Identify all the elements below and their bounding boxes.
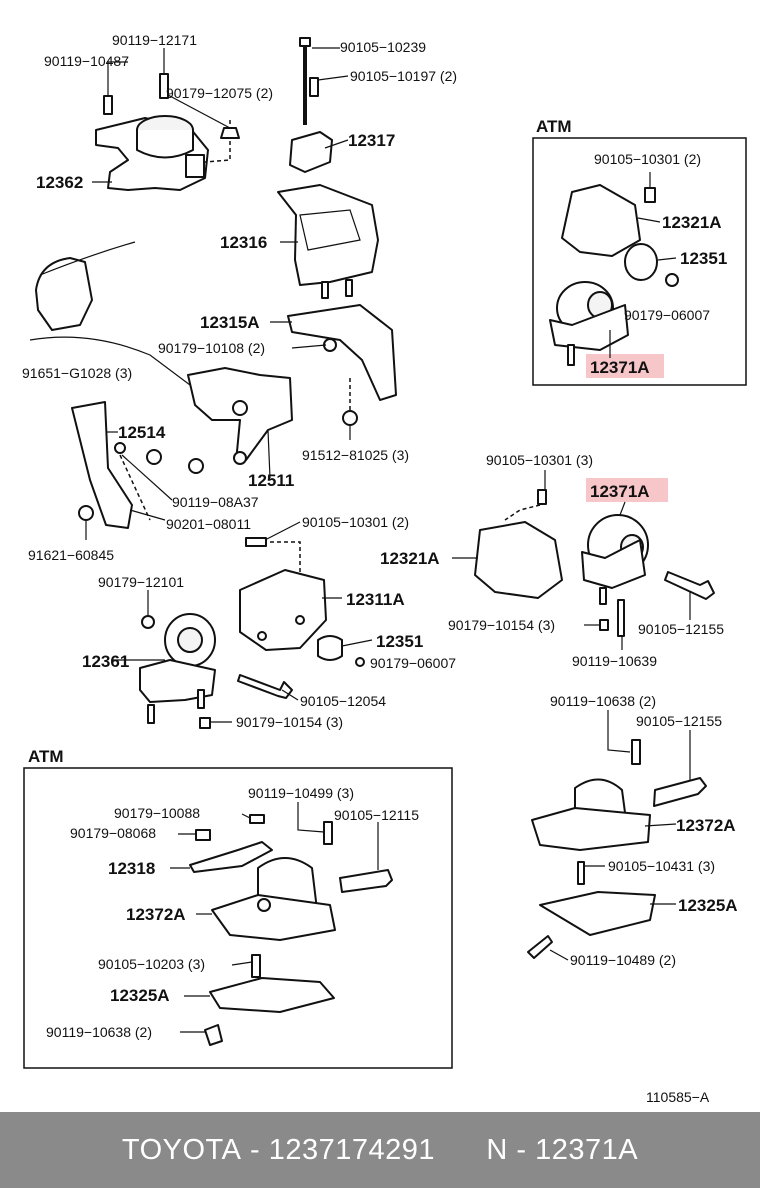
label-90105-10239: 90105−10239	[340, 39, 426, 55]
label-91512-81025: 91512−81025 (3)	[302, 447, 409, 463]
bracket-12311A	[199, 537, 365, 729]
label-12316: 12316	[220, 233, 267, 252]
label-90179-10154-b: 90179−10154 (3)	[236, 714, 343, 730]
engine-outline	[29, 241, 211, 401]
label-12325A-bottom: 12325A	[110, 986, 170, 1005]
label-90119-10499: 90119−10499 (3)	[248, 785, 354, 801]
label-90119-10638-b: 90119−10638 (2)	[46, 1024, 152, 1040]
label-12317: 12317	[348, 131, 395, 150]
label-12372A-right: 12372A	[676, 816, 736, 835]
footer-gap	[435, 1134, 486, 1167]
label-12315A: 12315A	[200, 313, 260, 332]
label-90179-12101: 90179−12101	[98, 574, 184, 590]
atm-label-top: ATM	[536, 117, 572, 136]
highlight-12371A-mid	[586, 478, 668, 502]
label-12361: 12361	[82, 652, 129, 671]
bracket-12511	[187, 367, 293, 474]
label-12325A-right: 12325A	[678, 896, 738, 915]
label-90119-10489: 90119−10489 (2)	[570, 952, 676, 968]
label-90179-06007-a: 90179−06007	[624, 307, 710, 323]
arm-12514	[71, 401, 162, 529]
bracket-12315A	[287, 304, 397, 426]
diagram-code: 110585−A	[646, 1089, 710, 1105]
bottom-right-parts	[527, 739, 707, 959]
label-90105-12155-b: 90105−12155	[636, 713, 722, 729]
label-12362: 12362	[36, 173, 83, 192]
leader-lines	[85, 47, 691, 1033]
mount-12361	[139, 613, 216, 724]
mount-12362	[95, 73, 240, 191]
atm-top-parts	[549, 184, 679, 366]
mid-right-parts	[474, 489, 715, 637]
label-90179-06007-b: 90179−06007	[370, 655, 456, 671]
label-90105-12115: 90105−12115	[334, 807, 419, 823]
label-90105-10431: 90105−10431 (3)	[608, 858, 715, 874]
footer-sep-1: -	[241, 1133, 269, 1166]
label-91621-60845: 91621−60845	[28, 547, 114, 563]
label-90119-12171: 90119−12171	[112, 32, 197, 48]
parts-diagram: 90119−12171 90119−10487 90105−10239 9010…	[22, 32, 747, 1105]
footer-part-number: 1237174291	[268, 1133, 436, 1166]
label-90179-10088: 90179−10088	[114, 805, 200, 821]
atm-label-bottom: ATM	[28, 747, 64, 766]
highlight-12371A-box	[586, 354, 664, 378]
label-12351-a: 12351	[680, 249, 727, 268]
label-12511: 12511	[248, 471, 294, 490]
label-90119-10487: 90119−10487	[44, 53, 129, 69]
label-12321A-mid: 12321A	[380, 549, 440, 568]
bracket-12316	[277, 184, 379, 299]
bolt-90105-10239	[299, 37, 319, 125]
label-12311A: 12311A	[346, 590, 405, 609]
label-90119-08A37: 90119−08A37	[172, 494, 259, 510]
atm-bottom-box	[23, 767, 453, 1069]
footer-sep-2: -	[507, 1133, 536, 1166]
label-90105-12155-a: 90105−12155	[638, 621, 724, 637]
label-90179-10154-a: 90179−10154 (3)	[448, 617, 555, 633]
label-90105-10203: 90105−10203 (3)	[98, 956, 205, 972]
label-91651-G1028: 91651−G1028 (3)	[22, 365, 132, 381]
label-90105-10301-a: 90105−10301 (2)	[594, 151, 701, 167]
label-12371A-box: 12371A	[590, 358, 650, 377]
footer-ref-code: 12371A	[535, 1133, 639, 1166]
part-footer: TOYOTA - 1237174291 N - 12371A	[0, 1112, 760, 1188]
atm-bottom-parts	[189, 814, 393, 1046]
label-12351-b: 12351	[376, 632, 423, 651]
label-90179-10108: 90179−10108 (2)	[158, 340, 265, 356]
label-90179-12075: 90179−12075 (2)	[166, 85, 273, 101]
footer-brand: TOYOTA	[121, 1133, 242, 1166]
label-90105-10301-b: 90105−10301 (2)	[302, 514, 409, 530]
label-12514: 12514	[118, 423, 166, 442]
label-12318: 12318	[108, 859, 155, 878]
label-12371A-mid: 12371A	[590, 482, 650, 501]
label-12372A-bottom: 12372A	[126, 905, 186, 924]
label-90105-10197: 90105−10197 (2)	[350, 68, 457, 84]
label-90179-08068: 90179−08068	[70, 825, 156, 841]
label-90105-12054: 90105−12054	[300, 693, 386, 709]
label-90105-10301-c: 90105−10301 (3)	[486, 452, 593, 468]
footer-ref: N	[486, 1133, 508, 1166]
label-90201-08011: 90201−08011	[166, 516, 251, 532]
label-90119-10639: 90119−10639	[572, 653, 657, 669]
bracket-12317	[289, 131, 333, 173]
atm-top-box	[532, 137, 747, 386]
label-12321A-top: 12321A	[662, 213, 722, 232]
part-labels: 90119−12171 90119−10487 90105−10239 9010…	[22, 32, 738, 1105]
label-90119-10638-a: 90119−10638 (2)	[550, 693, 656, 709]
